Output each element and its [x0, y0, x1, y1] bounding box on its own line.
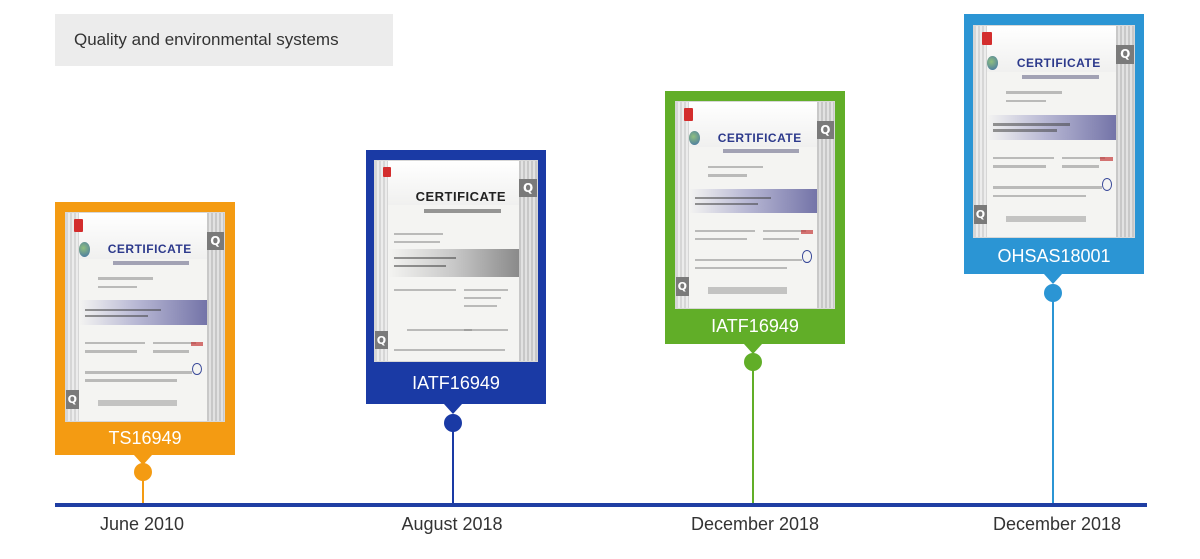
- timeline-stem: [1052, 293, 1054, 503]
- card-pointer: [444, 404, 462, 414]
- certificate-image: Q Q CERTIFICATE: [675, 101, 835, 309]
- milestone-label: IATF16949: [711, 316, 799, 336]
- certificate-image: Q Q CERTIFICATE: [65, 212, 225, 422]
- card-pointer: [1044, 274, 1062, 284]
- timeline-stem: [142, 473, 144, 503]
- section-title: Quality and environmental systems: [55, 14, 393, 66]
- milestone-label: OHSAS18001: [997, 245, 1111, 266]
- timeline-dot: [444, 414, 462, 432]
- milestone-date: December 2018: [690, 514, 820, 534]
- milestone-label: TS16949: [108, 428, 182, 448]
- certificate-heading: CERTIFICATE: [107, 242, 192, 257]
- milestone-date: June 2010: [99, 514, 185, 534]
- certificate-heading: CERTIFICATE: [717, 130, 802, 145]
- card-pointer: [134, 455, 152, 465]
- timeline-stem: [752, 362, 754, 503]
- certificate-image: Q Q CERTIFICATE: [973, 25, 1135, 238]
- milestone-date: December 2018: [992, 514, 1122, 534]
- milestone-label: IATF16949: [412, 372, 500, 393]
- milestone-date: August 2018: [401, 514, 503, 534]
- card-pointer: [744, 344, 762, 354]
- timeline-axis: [55, 503, 1147, 507]
- milestone-card[interactable]: Q Q CERTIFICATE TS16949: [55, 202, 235, 465]
- milestone-card[interactable]: Q Q CERTIFICATE OHSAS18001: [964, 14, 1144, 284]
- milestone-card[interactable]: Q Q CERTIFICATE IATF16949: [366, 150, 546, 414]
- timeline-dot: [134, 463, 152, 481]
- timeline-dot: [1044, 284, 1062, 302]
- milestone-card[interactable]: Q Q CERTIFICATE IATF16949: [665, 91, 845, 354]
- timeline-dot: [744, 353, 762, 371]
- certificate-heading: CERTIFICATE: [415, 189, 507, 204]
- timeline-stem: [452, 423, 454, 503]
- certificate-heading: CERTIFICATE: [1016, 55, 1101, 70]
- certificate-image: Q Q CERTIFICATE: [374, 160, 538, 362]
